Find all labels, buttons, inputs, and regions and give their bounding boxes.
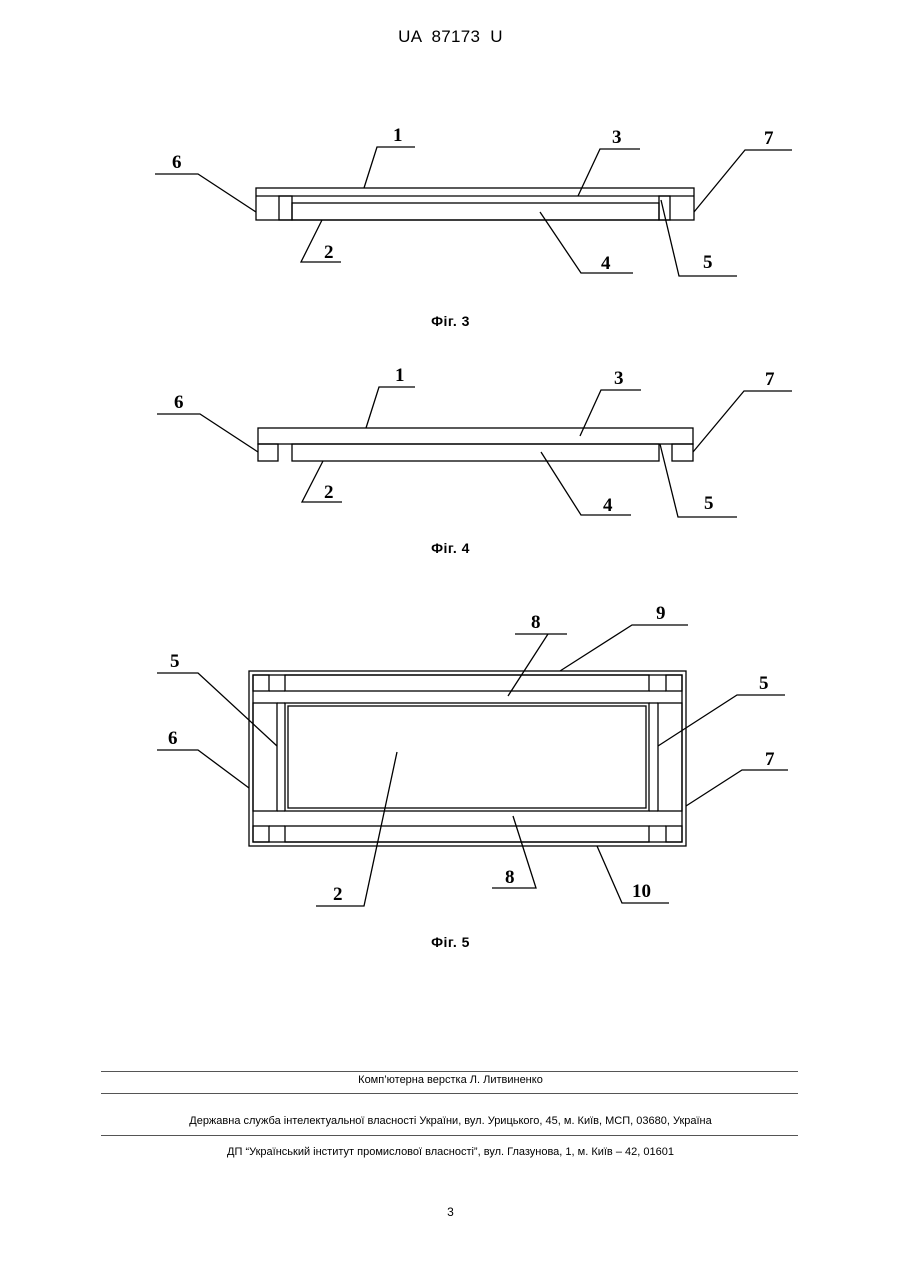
page-number: 3: [0, 1205, 901, 1219]
fig5-leader-7: [686, 770, 788, 806]
office-address: Державна служба інтелектуальної власност…: [0, 1115, 901, 1127]
fig5-label-7: 7: [765, 749, 775, 770]
fig5-corner-tl: [253, 675, 269, 691]
figure-5-caption: Фіг. 5: [0, 934, 901, 950]
fig5-label-5-left: 5: [170, 651, 180, 672]
institute-address: ДП “Український інститут промислової вла…: [0, 1146, 901, 1158]
fig5-left-rail: [253, 703, 277, 811]
fig5-central-plate: [285, 703, 649, 811]
fig5-leader-2: [316, 752, 397, 906]
fig5-label-6: 6: [168, 728, 178, 749]
fig5-inner-frame: [253, 675, 682, 842]
footer-rule-top: [101, 1071, 798, 1072]
fig5-right-rail: [658, 703, 682, 811]
layout-credit: Комп’ютерна верстка Л. Литвиненко: [0, 1074, 901, 1086]
figure-5-drawing: 8 9 5 5 6 7 2 8 10: [0, 0, 901, 920]
fig5-label-10: 10: [632, 881, 651, 902]
fig5-bottom-rail: [285, 826, 649, 842]
fig5-corner-bl: [253, 826, 269, 842]
fig5-label-8-top: 8: [531, 612, 541, 633]
fig5-corner-tr: [666, 675, 682, 691]
footer-rule-middle: [101, 1093, 798, 1094]
footer-rule-bottom: [101, 1135, 798, 1136]
fig5-label-5-right: 5: [759, 673, 769, 694]
fig5-central-plate-inner: [288, 706, 646, 808]
fig5-outer-frame: [249, 671, 686, 846]
fig5-label-8-bottom: 8: [505, 867, 515, 888]
fig5-label-2: 2: [333, 884, 343, 905]
fig5-leader-9: [560, 625, 688, 671]
fig5-corner-br: [666, 826, 682, 842]
fig5-label-9: 9: [656, 603, 666, 624]
fig5-top-rail: [285, 675, 649, 691]
fig5-leader-6: [157, 750, 249, 788]
